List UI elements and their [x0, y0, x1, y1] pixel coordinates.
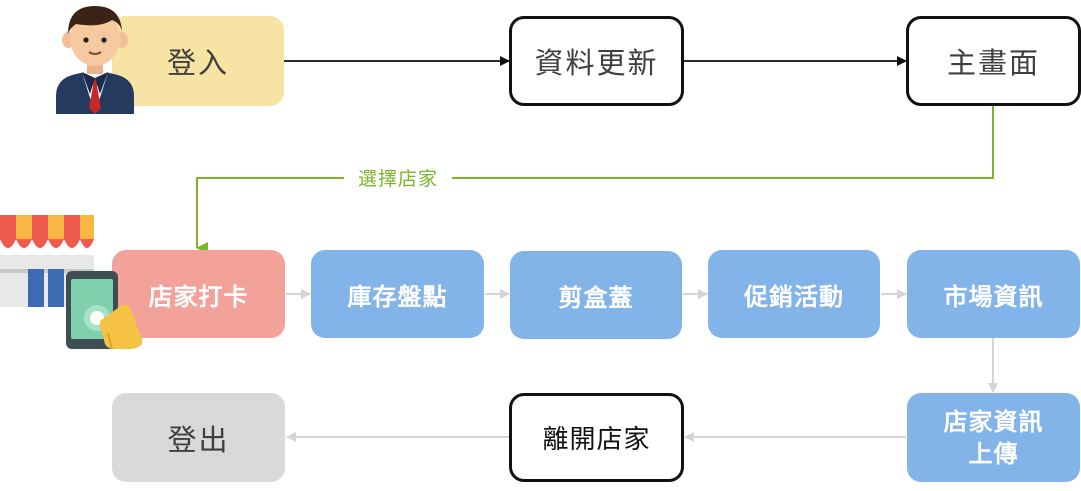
node-leave-store-label: 離開店家	[542, 425, 651, 455]
node-data-update: 資料更新	[509, 16, 684, 106]
arrow-main-to-checkin	[196, 105, 994, 254]
node-store-checkin: 店家打卡	[112, 250, 285, 338]
node-data-update-label: 資料更新	[534, 46, 659, 80]
node-main-screen: 主畫面	[906, 16, 1081, 106]
edge-label-select-store: 選擇店家	[344, 164, 453, 191]
node-logout-label: 登出	[167, 422, 230, 457]
node-market-info-label: 市場資訊	[943, 282, 1044, 311]
node-cut-box-lid-label: 剪盒蓋	[558, 283, 634, 312]
node-store-info-upload-label: 店家資訊 上傳	[943, 407, 1044, 468]
storefront-phone-checkin-icon	[0, 215, 143, 350]
node-market-info: 市場資訊	[907, 250, 1080, 338]
node-store-info-upload: 店家資訊 上傳	[907, 393, 1080, 482]
node-inventory-label: 庫存盤點	[347, 282, 448, 311]
node-main-screen-label: 主畫面	[946, 46, 1040, 80]
node-logout: 登出	[112, 393, 285, 482]
node-cut-box-lid: 剪盒蓋	[510, 251, 682, 339]
node-login: 登入	[112, 16, 284, 106]
node-promotion: 促銷活動	[708, 250, 880, 338]
node-store-checkin-label: 店家打卡	[148, 282, 249, 311]
node-login-label: 登入	[166, 46, 229, 80]
node-inventory: 庫存盤點	[311, 250, 484, 338]
businessman-avatar-icon	[56, 6, 134, 114]
node-promotion-label: 促銷活動	[744, 282, 844, 311]
node-leave-store: 離開店家	[509, 393, 684, 482]
